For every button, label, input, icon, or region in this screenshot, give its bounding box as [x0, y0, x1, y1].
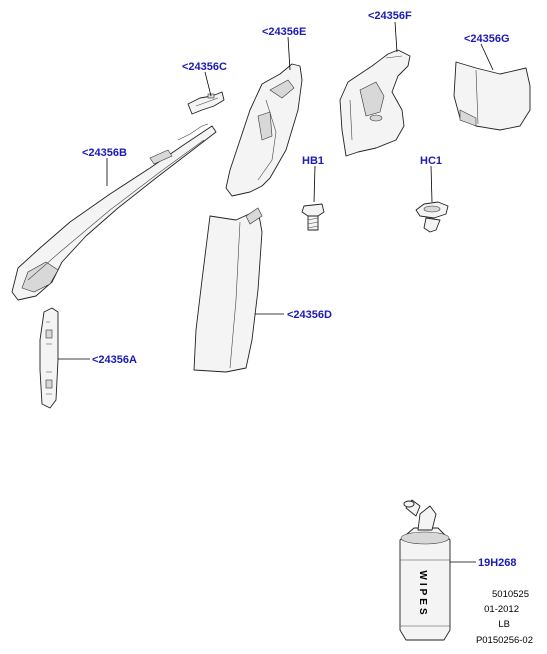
- meta-illustration-id: P0150256-02: [476, 635, 533, 646]
- part-24356f-c-pillar: [339, 49, 411, 157]
- callout-24356b: <24356B: [82, 147, 127, 159]
- part-24356b-a-pillar-trim: [11, 123, 217, 301]
- callout-24356f: <24356F: [368, 10, 412, 22]
- callout-24356c: <24356C: [182, 61, 227, 73]
- callout-hb1: HB1: [302, 155, 324, 167]
- bottle-label-text: WIPES: [417, 570, 428, 617]
- part-24356d-b-pillar-lower: [193, 207, 263, 373]
- callout-24356g: <24356G: [464, 33, 510, 45]
- part-24356g-quarter-trim: [453, 61, 531, 131]
- meta-region: LB: [498, 619, 510, 630]
- part-24356c-clip: [187, 91, 225, 115]
- part-24356a-bracket: [39, 307, 59, 409]
- callout-19h268: 19H268: [478, 557, 517, 569]
- part-hb1-screw: [301, 203, 325, 231]
- meta-code: 5010525: [492, 589, 529, 600]
- leader-lines: [58, 21, 494, 563]
- callout-hc1: HC1: [420, 155, 442, 167]
- callout-24356e: <24356E: [262, 26, 306, 38]
- callout-24356d: <24356D: [287, 309, 332, 321]
- meta-date: 01-2012: [484, 604, 519, 615]
- callout-24356a: <24356A: [92, 354, 137, 366]
- wipes-bottle: [399, 499, 451, 641]
- part-hc1-push-clip: [415, 201, 449, 233]
- part-24356e-b-pillar-upper: [225, 63, 303, 197]
